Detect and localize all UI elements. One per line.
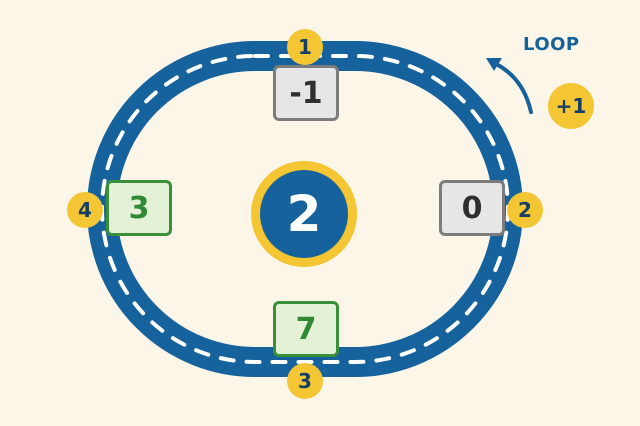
loop-arrow-icon [490, 60, 533, 114]
loop-increment: +1 [555, 94, 587, 118]
loop-arrowhead-icon [486, 58, 502, 71]
station-4-tile: 3 [106, 180, 172, 236]
center-value-circle: 2 [251, 161, 357, 267]
station-3-order: 3 [298, 369, 312, 393]
station-1-tile: -1 [273, 65, 339, 121]
loop-increment-badge: +1 [548, 83, 594, 129]
station-1-value: -1 [289, 75, 323, 111]
station-1-order: 1 [298, 35, 312, 59]
station-4-value: 3 [128, 190, 150, 226]
station-1-badge: 1 [287, 29, 323, 65]
station-3-tile: 7 [273, 301, 339, 357]
station-3-value: 7 [295, 311, 317, 347]
station-2-value: 0 [461, 190, 483, 226]
station-2-tile: 0 [439, 180, 505, 236]
loop-label: LOOP [523, 34, 580, 55]
station-2-badge: 2 [507, 192, 543, 228]
center-value: 2 [260, 170, 348, 258]
station-4-badge: 4 [67, 192, 103, 228]
station-2-order: 2 [518, 198, 532, 222]
station-3-badge: 3 [287, 363, 323, 399]
station-4-order: 4 [78, 198, 92, 222]
